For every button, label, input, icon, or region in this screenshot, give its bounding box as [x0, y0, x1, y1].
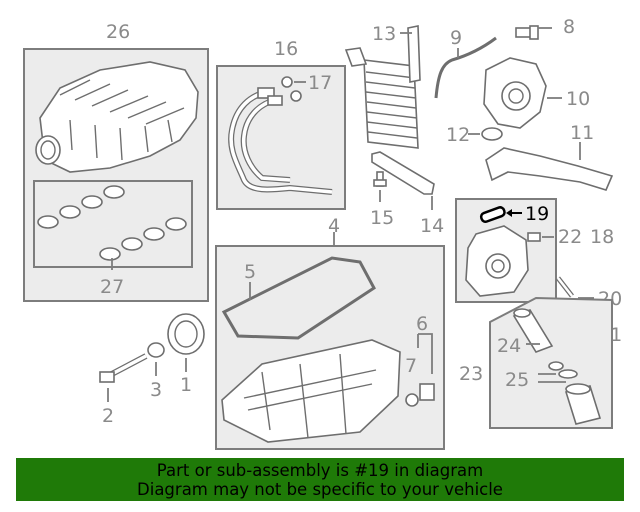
callout-18: 18 — [590, 226, 614, 248]
filter-element — [512, 308, 554, 353]
callout-24: 24 — [497, 335, 521, 357]
bolt-8 — [515, 25, 539, 40]
info-banner: Part or sub-assembly is #19 in diagram D… — [16, 458, 624, 501]
seal-12 — [481, 127, 503, 141]
filter-adapter — [465, 225, 529, 297]
dipstick-tube — [434, 36, 497, 99]
tube-panel — [216, 65, 346, 210]
oil-cooler — [344, 25, 421, 149]
callout-6: 6 — [416, 313, 428, 335]
gasket-19-highlighted — [479, 206, 506, 223]
callout-1: 1 — [180, 374, 192, 396]
callout-9: 9 — [450, 27, 462, 49]
callout-23: 23 — [459, 363, 483, 385]
oil-pump — [483, 57, 547, 129]
stud-15 — [373, 171, 387, 187]
drain-plug — [419, 383, 435, 401]
washer-7 — [405, 393, 419, 407]
o-ring-25a — [548, 361, 564, 371]
callout-13: 13 — [372, 23, 396, 45]
callout-16: 16 — [274, 38, 298, 60]
callout-5: 5 — [244, 261, 256, 283]
washer-3 — [147, 342, 165, 358]
callout-27: 27 — [100, 276, 124, 298]
callout-3: 3 — [150, 379, 162, 401]
bolt-2 — [99, 353, 148, 383]
strap-14 — [371, 151, 435, 195]
filter-housing — [564, 383, 602, 425]
banner-line-2: Diagram may not be specific to your vehi… — [137, 480, 503, 499]
callout-12: 12 — [446, 124, 470, 146]
callout-17: 17 — [308, 72, 332, 94]
fitting-22 — [527, 232, 541, 242]
pulley-1 — [167, 313, 205, 355]
callout-15: 15 — [370, 207, 394, 229]
callout-25: 25 — [505, 369, 529, 391]
bracket-11 — [485, 147, 614, 191]
bolt-20 — [556, 276, 574, 298]
callout-7: 7 — [405, 355, 417, 377]
callout-2: 2 — [102, 405, 114, 427]
callout-22: 22 — [558, 226, 582, 248]
intake-gaskets — [37, 185, 187, 261]
o-ring-25b — [558, 369, 578, 379]
callout-26: 26 — [106, 21, 130, 43]
o-ring-lower — [290, 90, 302, 102]
banner-line-1: Part or sub-assembly is #19 in diagram — [156, 461, 484, 480]
intake-manifold — [35, 61, 199, 173]
vent-tubes — [228, 87, 333, 195]
callout-4: 4 — [328, 215, 340, 237]
o-ring-upper — [281, 76, 293, 88]
callout-11: 11 — [570, 122, 594, 144]
callout-8: 8 — [563, 16, 575, 38]
callout-19: 19 — [525, 203, 549, 225]
callout-10: 10 — [566, 88, 590, 110]
pan-gasket — [221, 256, 376, 340]
callout-14: 14 — [420, 215, 444, 237]
oil-pan — [221, 339, 401, 443]
